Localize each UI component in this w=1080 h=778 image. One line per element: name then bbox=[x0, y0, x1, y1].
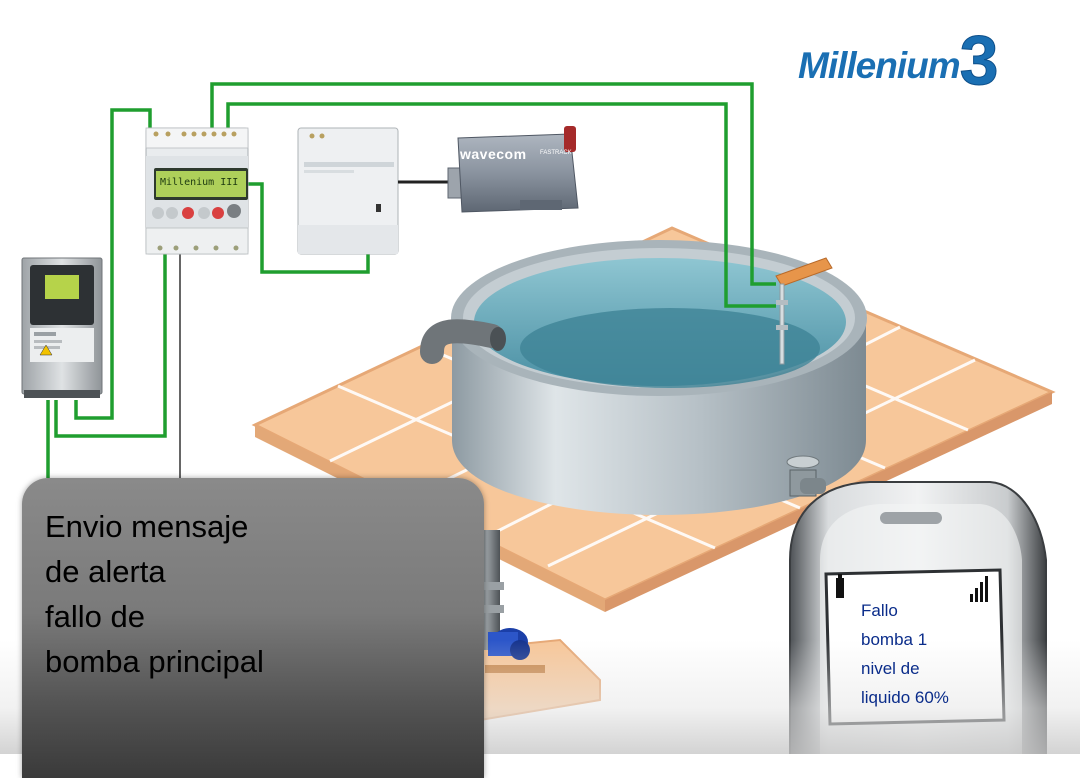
modem-model: FASTRACK bbox=[540, 150, 572, 156]
variable-speed-drive bbox=[21, 257, 103, 398]
sms-line: nivel de bbox=[861, 659, 920, 678]
phone-sms-message: Fallo bomba 1 nivel de liquido 60% bbox=[861, 596, 991, 712]
millenium-logo: Millenium 3 bbox=[798, 21, 999, 99]
logo-number: 3 bbox=[959, 21, 999, 99]
green-wires bbox=[46, 82, 776, 478]
gsm-modem bbox=[447, 126, 579, 213]
communication-module bbox=[297, 127, 399, 255]
water-tank bbox=[451, 240, 867, 515]
plc-controller bbox=[145, 127, 249, 255]
sms-line: bomba 1 bbox=[861, 630, 928, 649]
controller-lcd-text: Millenium III bbox=[160, 177, 239, 188]
alert-callout-text: Envio mensaje de alerta fallo de bomba p… bbox=[45, 509, 264, 679]
sms-line: liquido 60% bbox=[861, 688, 949, 707]
alert-callout-box: Envio mensaje de alerta fallo de bomba p… bbox=[22, 478, 484, 778]
level-sensor bbox=[775, 257, 833, 365]
logo-wordmark: Millenium bbox=[798, 45, 961, 86]
modem-brand: wavecom bbox=[460, 146, 527, 162]
outlet-valve bbox=[786, 455, 826, 497]
sms-line: Fallo bbox=[861, 601, 898, 620]
